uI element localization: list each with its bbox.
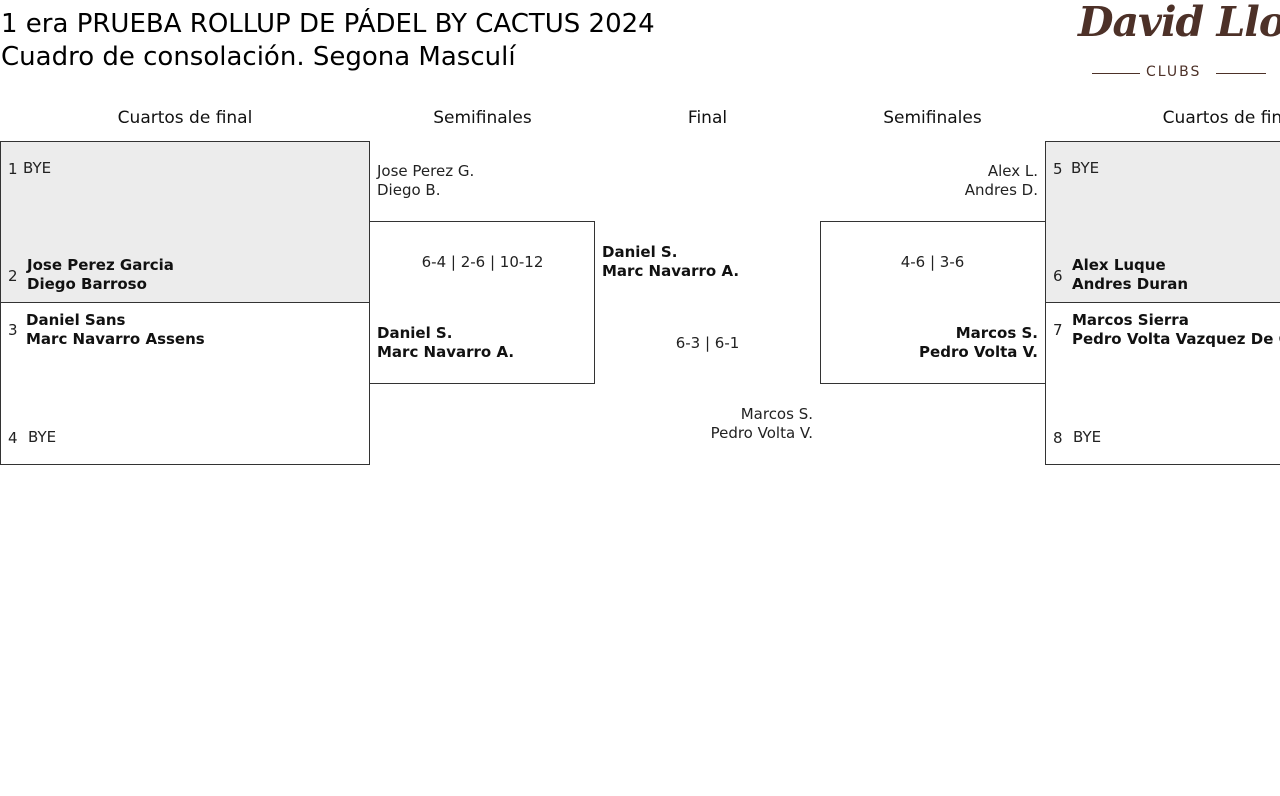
seed-number: 8 (1053, 429, 1063, 447)
match-score: 4-6 | 3-6 (900, 253, 965, 271)
seed-number: 1 (8, 160, 18, 178)
round-header-left-qf: Cuartos de final (117, 108, 253, 128)
match-box-qf4 (1045, 302, 1280, 465)
seed-number: 4 (8, 429, 18, 447)
player-name: BYE (1073, 428, 1102, 446)
seed-number: 3 (8, 321, 18, 339)
player-name: Pedro Volta Vazquez De Castro (1072, 330, 1280, 348)
match-score: 6-3 | 6-1 (675, 334, 740, 352)
player-name: Pedro Volta V. (919, 343, 1038, 361)
player-name: Daniel S. (602, 243, 678, 261)
player-name: Marcos S. (955, 324, 1038, 342)
player-name: Daniel S. (377, 324, 453, 342)
logo-rule-left (1092, 73, 1140, 74)
seed-number: 2 (8, 267, 18, 285)
page-subtitle: Cuadro de consolación. Segona Masculí (1, 42, 516, 72)
logo-rule-right (1216, 73, 1266, 74)
player-name: BYE (1071, 159, 1100, 177)
player-name: BYE (23, 159, 52, 177)
player-name: Pedro Volta V. (710, 424, 813, 442)
player-name: Marc Navarro A. (602, 262, 740, 280)
david-lloyd-logo: David Lloyd CLUBS (1074, 0, 1280, 86)
player-name: Jose Perez Garcia (27, 256, 174, 274)
match-box-sf-left (369, 221, 595, 384)
player-name: Marcos Sierra (1072, 311, 1189, 329)
round-header-right-sf: Semifinales (883, 108, 982, 128)
match-box-qf1 (0, 141, 370, 303)
seed-number: 5 (1053, 160, 1063, 178)
seed-number: 7 (1053, 321, 1063, 339)
match-box-qf3 (1045, 141, 1280, 303)
player-name: BYE (28, 428, 57, 446)
player-name: Marc Navarro A. (377, 343, 515, 361)
player-name: Andres D. (964, 181, 1038, 199)
page-title: 1 era PRUEBA ROLLUP DE PÁDEL BY CACTUS 2… (1, 9, 655, 39)
round-header-right-qf: Cuartos de final (1162, 108, 1280, 128)
logo-wordmark: David Lloyd (1078, 0, 1280, 46)
seed-number: 6 (1053, 267, 1063, 285)
player-name: Andres Duran (1072, 275, 1189, 293)
player-name: Jose Perez G. (377, 162, 475, 180)
player-name: Marcos S. (740, 405, 813, 423)
round-header-left-sf: Semifinales (433, 108, 532, 128)
player-name: Diego B. (377, 181, 441, 199)
player-name: Alex L. (987, 162, 1038, 180)
player-name: Alex Luque (1072, 256, 1166, 274)
player-name: Diego Barroso (27, 275, 147, 293)
match-score: 6-4 | 2-6 | 10-12 (421, 253, 544, 271)
round-header-final: Final (687, 108, 728, 128)
player-name: Daniel Sans (26, 311, 126, 329)
logo-sub: CLUBS (1146, 64, 1202, 80)
player-name: Marc Navarro Assens (26, 330, 205, 348)
